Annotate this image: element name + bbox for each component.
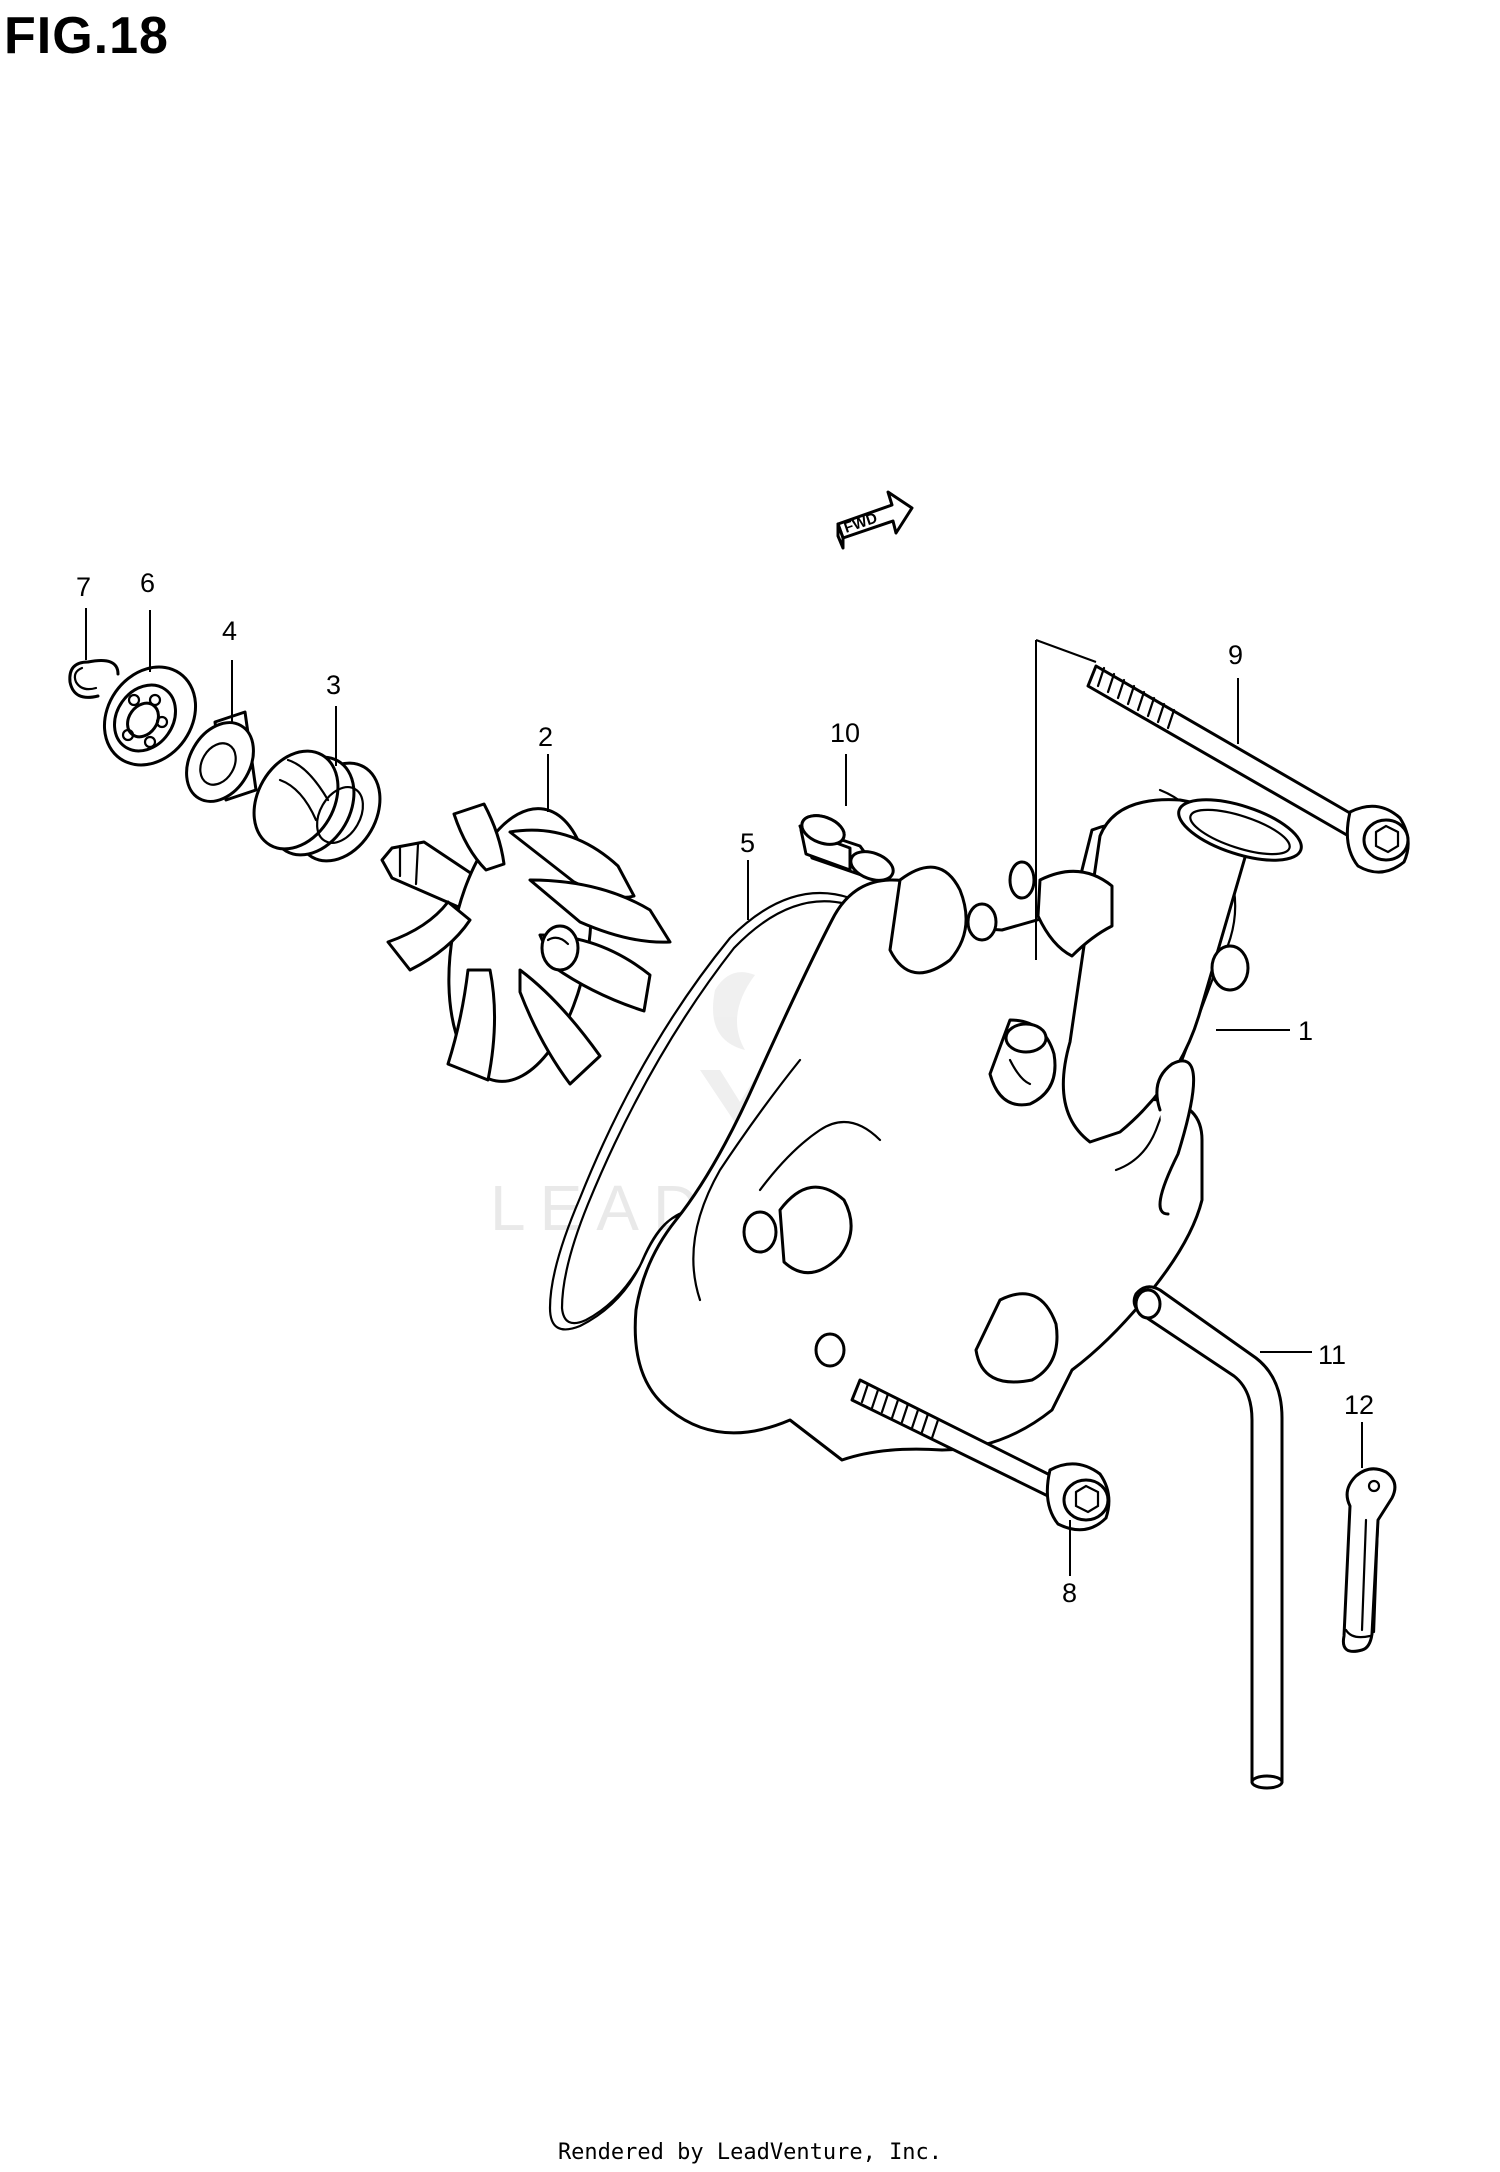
callout-1: 1 [1298,1016,1313,1046]
callout-5: 5 [740,828,755,858]
callout-labels: 1 2 3 4 5 6 7 8 9 10 11 12 [76,568,1374,1608]
part-6-bearing [102,665,198,767]
part-8-bolt [850,1378,1111,1532]
part-10-dowel-pin [798,814,895,882]
callout-8: 8 [1062,1578,1077,1608]
part-11-hose [1132,1285,1284,1790]
part-9-bolt [1086,664,1410,874]
callout-2: 2 [538,722,553,752]
part-2-impeller [380,802,672,1086]
footer-credit: Rendered by LeadVenture, Inc. [557,2140,943,2165]
callout-10: 10 [830,718,860,748]
part-1-pump-cover [633,788,1303,1462]
callout-9: 9 [1228,640,1243,670]
callout-11: 11 [1318,1340,1346,1370]
fwd-arrow-icon: FWD [836,490,914,550]
leader-lines [85,608,1363,1576]
callout-3: 3 [326,670,341,700]
part-7-circlip [68,659,120,699]
callout-7: 7 [76,572,91,602]
part-12-clamp [1341,1467,1397,1653]
callout-12: 12 [1344,1390,1374,1420]
part-3-seal [252,749,382,863]
part-4-bearing [185,710,258,803]
callout-6: 6 [140,568,155,598]
figure-title: FIG.18 [4,7,169,65]
callout-4: 4 [222,616,237,646]
